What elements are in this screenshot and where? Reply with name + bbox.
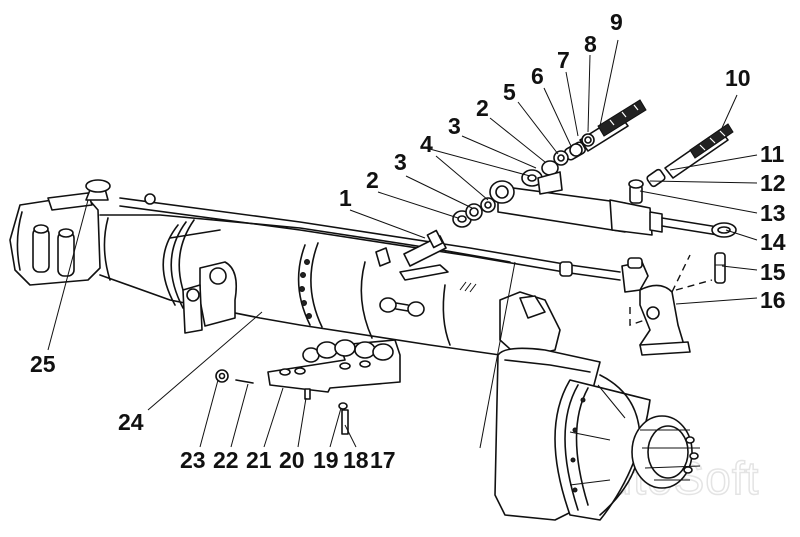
callout-3b: 3 bbox=[448, 113, 461, 139]
callout-2b: 2 bbox=[476, 95, 489, 121]
callout-18: 18 bbox=[343, 447, 369, 473]
tie-rod bbox=[119, 193, 649, 293]
wheel-hub-assembly bbox=[494, 347, 701, 521]
leader-lines bbox=[47, 39, 758, 449]
callout-23: 23 bbox=[180, 447, 206, 473]
callout-10: 10 bbox=[725, 65, 751, 91]
callout-19: 19 bbox=[313, 447, 339, 473]
callout-13: 13 bbox=[760, 200, 786, 226]
callout-5: 5 bbox=[503, 79, 516, 105]
callout-14: 14 bbox=[760, 229, 786, 255]
callout-1: 1 bbox=[339, 185, 352, 211]
callout-11: 11 bbox=[760, 141, 785, 167]
callout-21: 21 bbox=[246, 447, 272, 473]
callout-6: 6 bbox=[531, 63, 544, 89]
callout-16: 16 bbox=[760, 287, 786, 313]
callout-22: 22 bbox=[213, 447, 239, 473]
callout-24: 24 bbox=[118, 409, 144, 435]
callout-12: 12 bbox=[760, 170, 786, 196]
exploded-washers bbox=[403, 133, 595, 267]
callout-labels: 1 2 3 4 3 2 5 6 7 8 9 10 11 12 13 14 15 … bbox=[30, 9, 786, 473]
callout-9: 9 bbox=[610, 9, 623, 35]
callout-25: 25 bbox=[30, 351, 56, 377]
callout-20: 20 bbox=[279, 447, 305, 473]
callout-7: 7 bbox=[557, 47, 570, 73]
steering-arm bbox=[629, 254, 713, 356]
callout-2a: 2 bbox=[366, 167, 379, 193]
mounting-plate bbox=[215, 339, 401, 435]
callout-17: 17 bbox=[370, 447, 396, 473]
callout-4: 4 bbox=[420, 131, 433, 157]
steering-cylinder bbox=[489, 179, 737, 238]
callout-8: 8 bbox=[584, 31, 597, 57]
callout-3a: 3 bbox=[394, 149, 407, 175]
callout-15: 15 bbox=[760, 259, 786, 285]
pin-15 bbox=[714, 252, 726, 284]
axle-housing bbox=[9, 179, 561, 359]
